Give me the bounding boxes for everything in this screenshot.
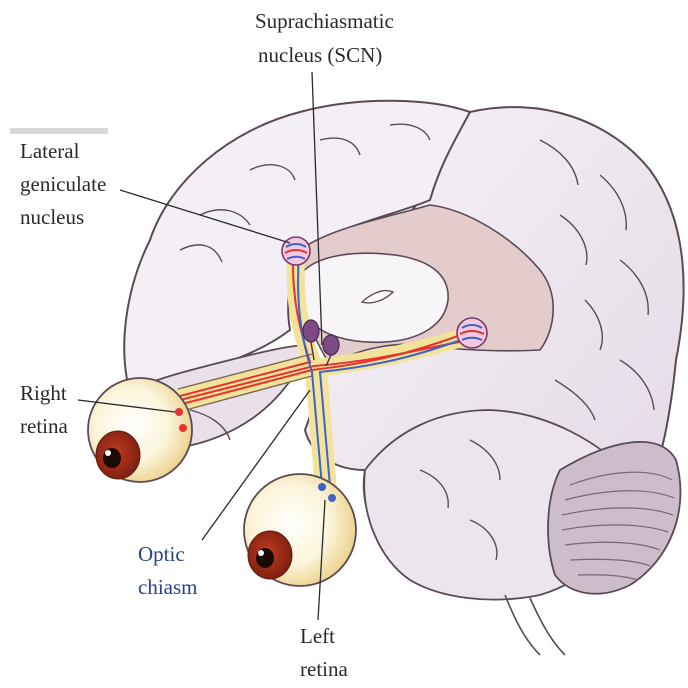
right-retina-label-line2: retina: [20, 414, 68, 438]
header-bar: [10, 128, 108, 134]
optic-chiasm-label-line1: Optic: [138, 542, 185, 566]
left-eye: [244, 474, 356, 586]
label-left-retina: Left retina: [300, 624, 348, 681]
right-retina-label-line1: Right: [20, 381, 67, 405]
lgn-label-line3: nucleus: [20, 205, 84, 229]
left-retina-label-line1: Left: [300, 624, 335, 648]
scn-label-line1: Suprachiasmatic: [255, 9, 394, 33]
optic-chiasm-label-line2: chiasm: [138, 575, 197, 599]
cerebellum: [548, 442, 680, 594]
label-right-retina: Right retina: [20, 381, 68, 438]
label-lgn: Lateral geniculate nucleus: [20, 139, 106, 229]
lgn-label-line1: Lateral: [20, 139, 80, 163]
brain: [124, 101, 683, 655]
brainstem-line-1: [505, 595, 540, 655]
label-scn: Suprachiasmatic nucleus (SCN): [255, 9, 394, 67]
brainstem-line-2: [530, 598, 565, 655]
scn-label-line2: nucleus (SCN): [258, 43, 382, 67]
left-retina-label-line2: retina: [300, 657, 348, 681]
lgn-label-line2: geniculate: [20, 172, 106, 196]
right-eye: [88, 378, 192, 482]
label-optic-chiasm: Optic chiasm: [138, 542, 197, 599]
lgn-right: [457, 318, 487, 348]
